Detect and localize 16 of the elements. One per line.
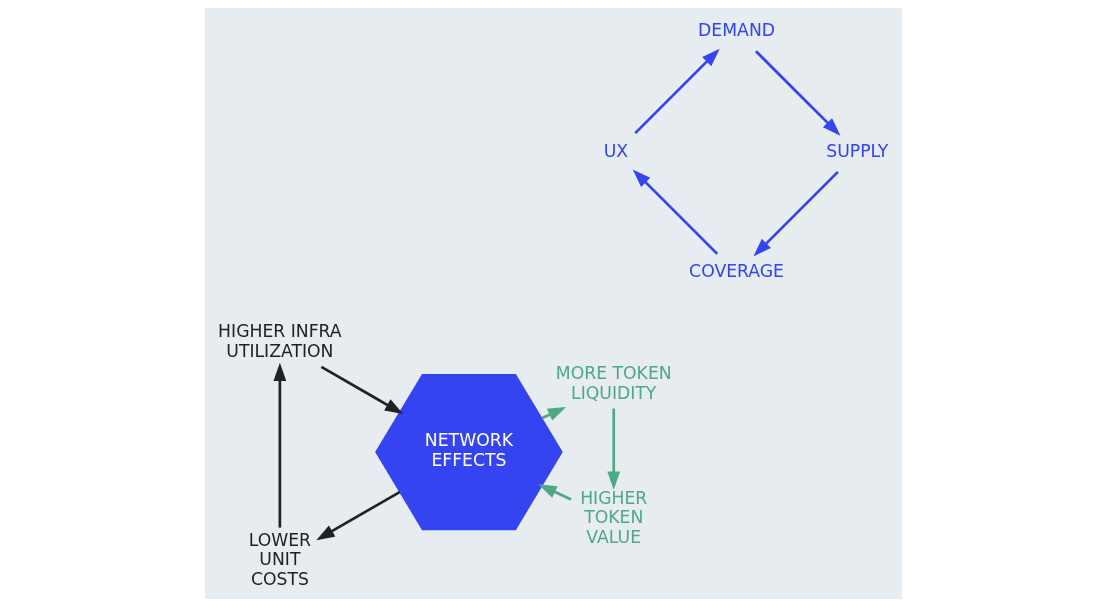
node-text: HIGHER TOKEN VALUE: [579, 487, 647, 547]
arrow: [752, 170, 839, 257]
node-text: DEMAND: [697, 19, 775, 40]
arrow: [633, 48, 720, 135]
arrow: [754, 50, 840, 136]
node-text: UX: [603, 140, 628, 161]
node-text: COVERAGE: [688, 261, 784, 282]
arrow: [537, 484, 572, 501]
arrow: [315, 490, 400, 541]
arrow: [272, 362, 286, 528]
node-text: LOWER UNIT COSTS: [248, 529, 311, 589]
node-text: HIGHER INFRA UTILIZATION: [217, 321, 342, 361]
node-text: SUPPLY: [825, 140, 888, 161]
arrow: [606, 408, 620, 490]
arrow: [632, 169, 718, 255]
arrow: [320, 365, 403, 415]
